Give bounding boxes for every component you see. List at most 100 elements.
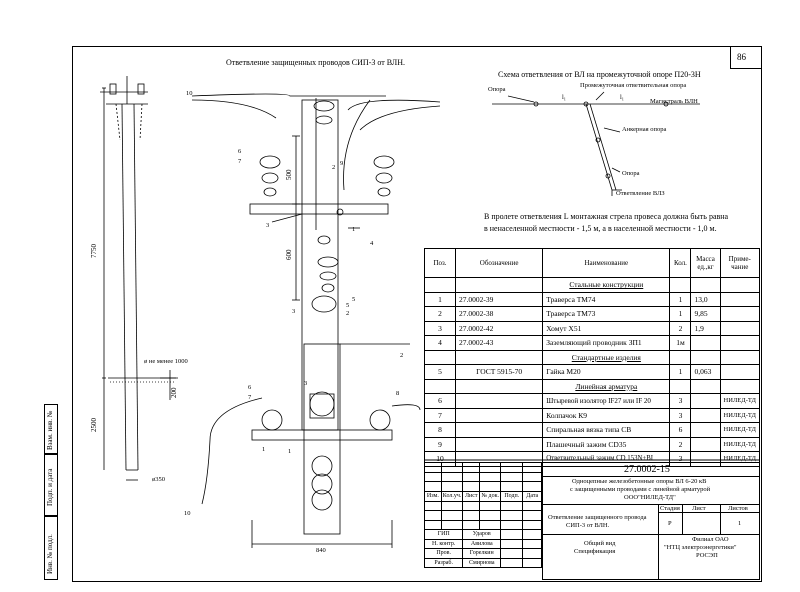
scheme-l1: l₁ bbox=[562, 94, 567, 101]
callout: 5 bbox=[346, 302, 350, 309]
stamp-listov-header: Листов bbox=[728, 505, 748, 512]
callout: 10 bbox=[186, 90, 193, 97]
stamp-line bbox=[682, 504, 683, 534]
spec-cell: 2 bbox=[669, 436, 692, 452]
spec-cell: 27.0002-43 bbox=[455, 335, 544, 351]
scheme-note-2: в ненаселенной местности - 1,5 м, а в на… bbox=[484, 224, 717, 233]
sheet-frame bbox=[72, 46, 762, 582]
callout: 1 bbox=[352, 226, 356, 233]
callout: 2 bbox=[346, 310, 350, 317]
spec-cell bbox=[690, 407, 721, 423]
spec-header-row: Поз. Обозначение Наименование Кол. Масса… bbox=[423, 248, 761, 278]
pole-side-view bbox=[100, 76, 178, 481]
scheme-note-1: В пролете ответвления L монтажная стрела… bbox=[484, 212, 729, 221]
stamp-line bbox=[720, 504, 721, 534]
dim-600: 600 bbox=[285, 249, 293, 261]
stamp-org-1: Филиал ОАО bbox=[692, 536, 729, 543]
stamp-col-label: Кол.уч. bbox=[440, 490, 464, 502]
spec-cell bbox=[455, 436, 544, 452]
callout: 7 bbox=[248, 394, 252, 401]
scheme-ankernaya: Анкерная опора bbox=[622, 126, 667, 133]
stamp-col-label: Дата bbox=[522, 490, 542, 502]
stamp-right bbox=[542, 462, 760, 580]
stamp-line bbox=[542, 504, 760, 505]
spec-cell: Заземляющий проводник ЗП1 bbox=[542, 335, 671, 351]
spec-cell bbox=[690, 393, 721, 409]
scheme-promezh: Промежуточная ответвительная опора bbox=[580, 82, 687, 89]
stamp-col-label: Подп. bbox=[500, 490, 524, 502]
spec-cell: 4 bbox=[423, 335, 457, 351]
dim-200: 200 bbox=[170, 387, 178, 399]
stamp-org-3: РОСЭП bbox=[696, 552, 718, 559]
stamp-name: Авилова bbox=[462, 538, 502, 549]
stamp-stadia-header: Стадия bbox=[660, 505, 680, 512]
stamp-org-2: "НТЦ электроэнергетики" bbox=[664, 544, 737, 551]
stamp-listov: 1 bbox=[738, 520, 742, 527]
spec-cell: НИЛЕД-ТД bbox=[719, 436, 761, 452]
spec-cell: Штыревой изолятор IF27 или IF 20 bbox=[542, 393, 671, 409]
spec-cell: 8 bbox=[423, 422, 457, 438]
callout: 2 bbox=[400, 352, 404, 359]
spec-cell bbox=[719, 306, 761, 322]
dim-dia-bottom: ø350 bbox=[152, 476, 165, 483]
stamp-line bbox=[658, 504, 659, 580]
scheme-opora-top: Опора bbox=[488, 86, 506, 93]
spec-cell: 27.0002-42 bbox=[455, 320, 544, 336]
stamp-desc-2: с защищенными проводами с линейной армат… bbox=[570, 486, 711, 493]
spec-cell: 9 bbox=[423, 436, 457, 452]
callout: 5 bbox=[352, 296, 356, 303]
spec-cell: 5 bbox=[423, 364, 457, 380]
stamp-list-header: Лист bbox=[692, 505, 706, 512]
stamp-role: ГИП bbox=[423, 529, 464, 540]
dim-7750: 7750 bbox=[90, 244, 98, 258]
stamp-line bbox=[658, 512, 760, 513]
spec-cell: 9,85 bbox=[690, 306, 721, 322]
stamp-col-label: Изм. bbox=[424, 490, 442, 502]
callout: 2 bbox=[332, 164, 336, 171]
spec-cell: 1,9 bbox=[690, 320, 721, 336]
spec-section-row: Линейная арматура bbox=[423, 379, 761, 394]
spec-cell bbox=[455, 393, 544, 409]
spec-section-row: Стальные конструкции bbox=[423, 277, 761, 292]
stamp-line bbox=[542, 476, 760, 477]
spec-cell: Траверса ТМ73 bbox=[542, 306, 671, 322]
spec-cell: Плашечный зажим CD35 bbox=[542, 436, 671, 452]
spec-cell: 6 bbox=[669, 422, 692, 438]
spec-cell: 13,0 bbox=[690, 291, 721, 307]
stamp-line bbox=[542, 534, 760, 535]
spec-cell: Гайка М20 bbox=[542, 364, 671, 380]
left-sidebar bbox=[44, 404, 58, 580]
crossarm-front-view bbox=[191, 93, 441, 431]
stamp-name: Смирнова bbox=[462, 557, 502, 568]
callout: 6 bbox=[238, 148, 242, 155]
spec-cell bbox=[690, 422, 721, 438]
stamp-sub-2: Спецификация bbox=[574, 548, 616, 555]
stamp-sub-1: Общий вид bbox=[584, 540, 616, 547]
spec-cell: 7 bbox=[423, 407, 457, 423]
spec-cell bbox=[719, 335, 761, 351]
callout: 6 bbox=[248, 384, 252, 391]
spec-cell: Хомут Х51 bbox=[542, 320, 671, 336]
spec-cell: 2 bbox=[669, 320, 692, 336]
spec-header-cell: Поз. bbox=[423, 248, 457, 278]
spec-cell bbox=[455, 407, 544, 423]
spec-cell bbox=[690, 436, 721, 452]
spec-cell: ГОСТ 5915-70 bbox=[455, 364, 544, 380]
spec-cell: 1 bbox=[669, 364, 692, 380]
spec-cell: НИЛЕД-ТД bbox=[719, 393, 761, 409]
spec-cell bbox=[690, 335, 721, 351]
scheme-otvetvlenie: Ответвление ВЛЗ bbox=[616, 190, 665, 197]
stamp-name: Ударов bbox=[462, 529, 502, 540]
spec-cell: 3 bbox=[669, 407, 692, 423]
spec-cell: 1 bbox=[423, 291, 457, 307]
stamp-col-label: № док. bbox=[479, 490, 502, 502]
